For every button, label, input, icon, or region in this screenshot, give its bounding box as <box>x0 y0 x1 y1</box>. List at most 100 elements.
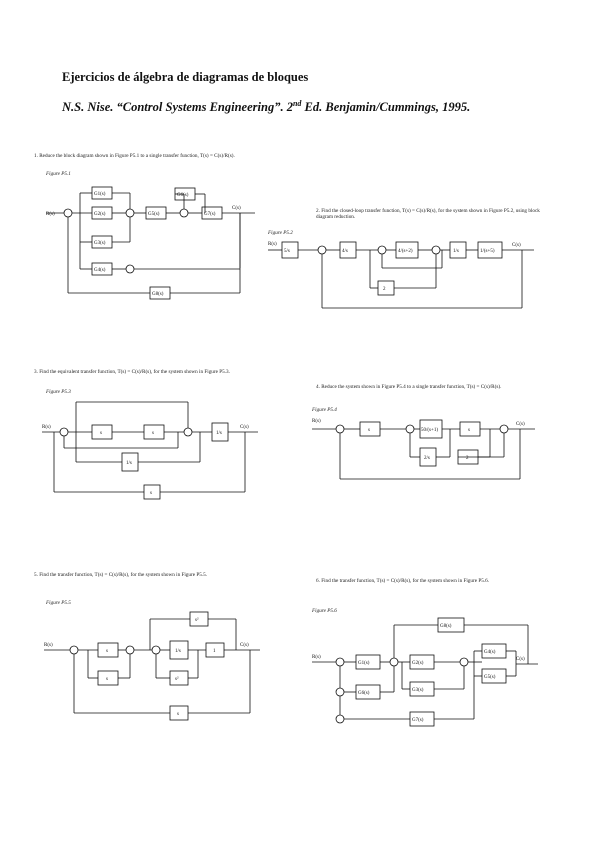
svg-text:G2(s): G2(s) <box>94 212 106 217</box>
svg-text:5/s: 5/s <box>284 249 290 254</box>
svg-text:4/(s+2): 4/(s+2) <box>398 249 413 254</box>
svg-text:G5(s): G5(s) <box>484 675 496 680</box>
svg-text:G1(s): G1(s) <box>358 661 370 666</box>
d2-input-label: R(s) <box>268 242 277 247</box>
subtitle-sup: nd <box>292 99 302 108</box>
d4-block-3 <box>459 421 481 437</box>
svg-text:1/s: 1/s <box>216 431 222 436</box>
figure-5-caption: Figure P5.5 <box>46 600 71 606</box>
d4-input-label: R(s) <box>312 419 321 424</box>
d3-block-2 <box>143 424 165 440</box>
d2-sum-2 <box>377 245 387 255</box>
d1-output-label: C(s) <box>232 206 241 211</box>
d5-sum-3 <box>151 645 161 655</box>
svg-text:G3(s): G3(s) <box>412 688 424 693</box>
svg-text:s: s <box>177 712 179 717</box>
svg-text:1/(s+5): 1/(s+5) <box>480 249 495 254</box>
svg-text:G4(s): G4(s) <box>94 268 106 273</box>
svg-text:s: s <box>106 677 108 682</box>
svg-text:G5(s): G5(s) <box>148 212 160 217</box>
figure-1-caption: Figure P5.1 <box>46 171 71 177</box>
d6-input-label: R(s) <box>312 655 321 660</box>
svg-text:s: s <box>468 428 470 433</box>
problem-4-text: 4. Reduce the system shown in Figure P5.… <box>316 384 502 390</box>
d3-block-1 <box>91 424 113 440</box>
problem-5-text: 5. Find the transfer function, T(s) = C(… <box>34 572 207 578</box>
d5-block-1 <box>97 642 119 658</box>
d3-block-5 <box>143 484 161 500</box>
d3-sum-2 <box>183 427 193 437</box>
d3-input-label: R(s) <box>42 425 51 430</box>
d4-output-label: C(s) <box>516 422 525 427</box>
svg-text:s: s <box>106 649 108 654</box>
svg-text:G3(s): G3(s) <box>94 241 106 246</box>
figure-2-caption: Figure P5.2 <box>268 230 293 236</box>
d1-sum-2 <box>125 208 135 218</box>
d4-block-1 <box>359 421 381 437</box>
d2-sum-1 <box>317 245 327 255</box>
d1-sum-3 <box>125 264 135 274</box>
d6-sum-2 <box>389 657 399 667</box>
svg-text:50/(s+1): 50/(s+1) <box>421 428 438 433</box>
svg-text:2/s: 2/s <box>424 456 430 461</box>
figure-1-diagram: R(s) G2(s) G1(s) G3(s) G4(s) G5(s) G6(s)… <box>46 186 255 300</box>
svg-text:s: s <box>100 431 102 436</box>
svg-text:G7(s): G7(s) <box>412 718 424 723</box>
figure-5-diagram: R(s) s s 1/s 1 C(s) s² s² s <box>44 611 260 721</box>
d6-sum-3 <box>459 657 469 667</box>
figure-3-caption: Figure P5.3 <box>46 389 71 395</box>
page-title: Ejercicios de álgebra de diagramas de bl… <box>62 70 309 84</box>
svg-text:2: 2 <box>466 456 469 461</box>
d2-sum-3 <box>431 245 441 255</box>
problem-6-text: 6. Find the transfer function, T(s) = C(… <box>316 578 489 584</box>
svg-text:s²: s² <box>195 617 199 623</box>
svg-text:G8(s): G8(s) <box>152 292 164 297</box>
svg-text:s: s <box>150 491 152 496</box>
d3-sum-1 <box>59 427 69 437</box>
svg-text:s²: s² <box>175 676 179 682</box>
svg-text:1: 1 <box>213 649 216 654</box>
d4-sum-1 <box>335 424 345 434</box>
d6-sum-5 <box>335 714 345 724</box>
d1-sum-4 <box>179 208 189 218</box>
svg-text:4/s: 4/s <box>342 249 348 254</box>
d4-sum-3 <box>499 424 509 434</box>
figure-3-diagram: R(s) s s 1/s C(s) 1/s s <box>42 401 258 500</box>
subtitle-end: Ed. Benjamin/Cummings, 1995. <box>301 100 471 115</box>
svg-text:G1(s): G1(s) <box>94 192 106 197</box>
d4-sum-2 <box>405 424 415 434</box>
d5-sum-2 <box>125 645 135 655</box>
d6-output-label: C(s) <box>516 657 525 662</box>
svg-text:2: 2 <box>383 287 386 292</box>
d2-block-6 <box>377 280 395 296</box>
d1-input-label: R(s) <box>46 212 55 217</box>
d5-sum-1 <box>69 645 79 655</box>
svg-text:G2(s): G2(s) <box>412 661 424 666</box>
problem-2-text: 2. Find the closed-loop transfer functio… <box>316 208 540 221</box>
d5-block-2 <box>97 670 119 686</box>
svg-text:s: s <box>368 428 370 433</box>
d1-sum-1 <box>63 208 73 218</box>
d6-sum-1 <box>335 657 345 667</box>
d5-output-label: C(s) <box>240 643 249 648</box>
svg-text:1/s: 1/s <box>175 649 181 654</box>
d6-sum-4 <box>335 687 345 697</box>
svg-text:G7(s): G7(s) <box>204 212 216 217</box>
svg-text:1/s: 1/s <box>453 249 459 254</box>
d3-output-label: C(s) <box>240 425 249 430</box>
svg-text:G8(s): G8(s) <box>440 624 452 629</box>
figure-4-diagram: R(s) s 50/(s+1) s C(s) 2/s 2 <box>312 419 535 480</box>
svg-text:G6(s): G6(s) <box>177 193 189 198</box>
subtitle-main: N.S. Nise. “Control Systems Engineering”… <box>62 100 293 115</box>
d5-block-7 <box>169 705 189 721</box>
problem-1-text: 1. Reduce the block diagram shown in Fig… <box>34 153 235 159</box>
figure-6-caption: Figure P5.6 <box>312 608 337 614</box>
figure-4-caption: Figure P5.4 <box>312 407 337 413</box>
d5-block-6 <box>189 611 209 627</box>
svg-text:G4(s): G4(s) <box>484 650 496 655</box>
svg-text:1/s: 1/s <box>126 461 132 466</box>
figure-6-diagram: G8(s) R(s) G1(s) G2(s) G3(s) G4(s) G5(s)… <box>312 617 538 727</box>
d2-output-label: C(s) <box>512 243 521 248</box>
page-subtitle: N.S. Nise. “Control Systems Engineering”… <box>62 99 470 115</box>
